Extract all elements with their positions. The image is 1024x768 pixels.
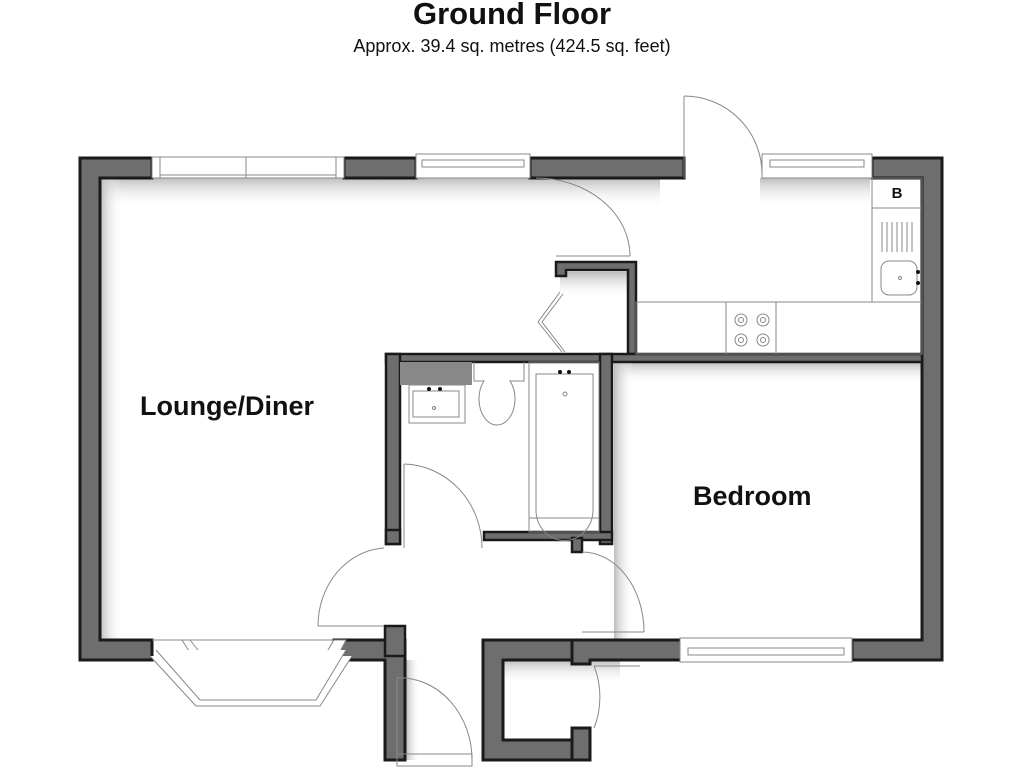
doors — [317, 95, 763, 767]
kitchen-fittings — [635, 177, 923, 355]
door-kitchen-external — [683, 95, 763, 178]
window-bedroom — [679, 637, 853, 663]
interior-walls — [383, 260, 924, 658]
boiler-label: B — [892, 185, 903, 202]
floor-title: Ground Floor — [412, 0, 612, 31]
hob — [725, 301, 777, 355]
door-bathroom — [403, 463, 483, 549]
bay-window — [149, 639, 353, 707]
door-lounge-top — [535, 177, 631, 257]
door-kitchen-fold — [537, 291, 566, 353]
door-front — [396, 677, 473, 767]
bathroom-cabinet — [400, 362, 472, 385]
room-label-bedroom: Bedroom — [693, 481, 812, 511]
room-label-lounge-diner: Lounge/Diner — [140, 391, 314, 421]
bath — [528, 361, 600, 541]
floor-area-subtitle: Approx. 39.4 sq. metres (424.5 sq. feet) — [353, 36, 671, 56]
kitchen-worktop — [635, 301, 923, 355]
boiler-cupboard — [871, 177, 923, 209]
window-top-left — [151, 156, 345, 179]
wall-shadows — [100, 178, 924, 760]
hob-rings — [734, 313, 770, 347]
bathroom-fittings — [400, 361, 600, 541]
door-storage — [593, 665, 640, 729]
door-bedroom — [581, 551, 645, 633]
exterior-walls — [78, 156, 944, 762]
window-top-middle — [415, 153, 531, 179]
kitchen-sink — [880, 260, 918, 296]
windows — [149, 153, 873, 707]
door-lounge-hall — [317, 547, 385, 627]
window-top-right — [761, 153, 873, 179]
toilet — [473, 362, 525, 426]
